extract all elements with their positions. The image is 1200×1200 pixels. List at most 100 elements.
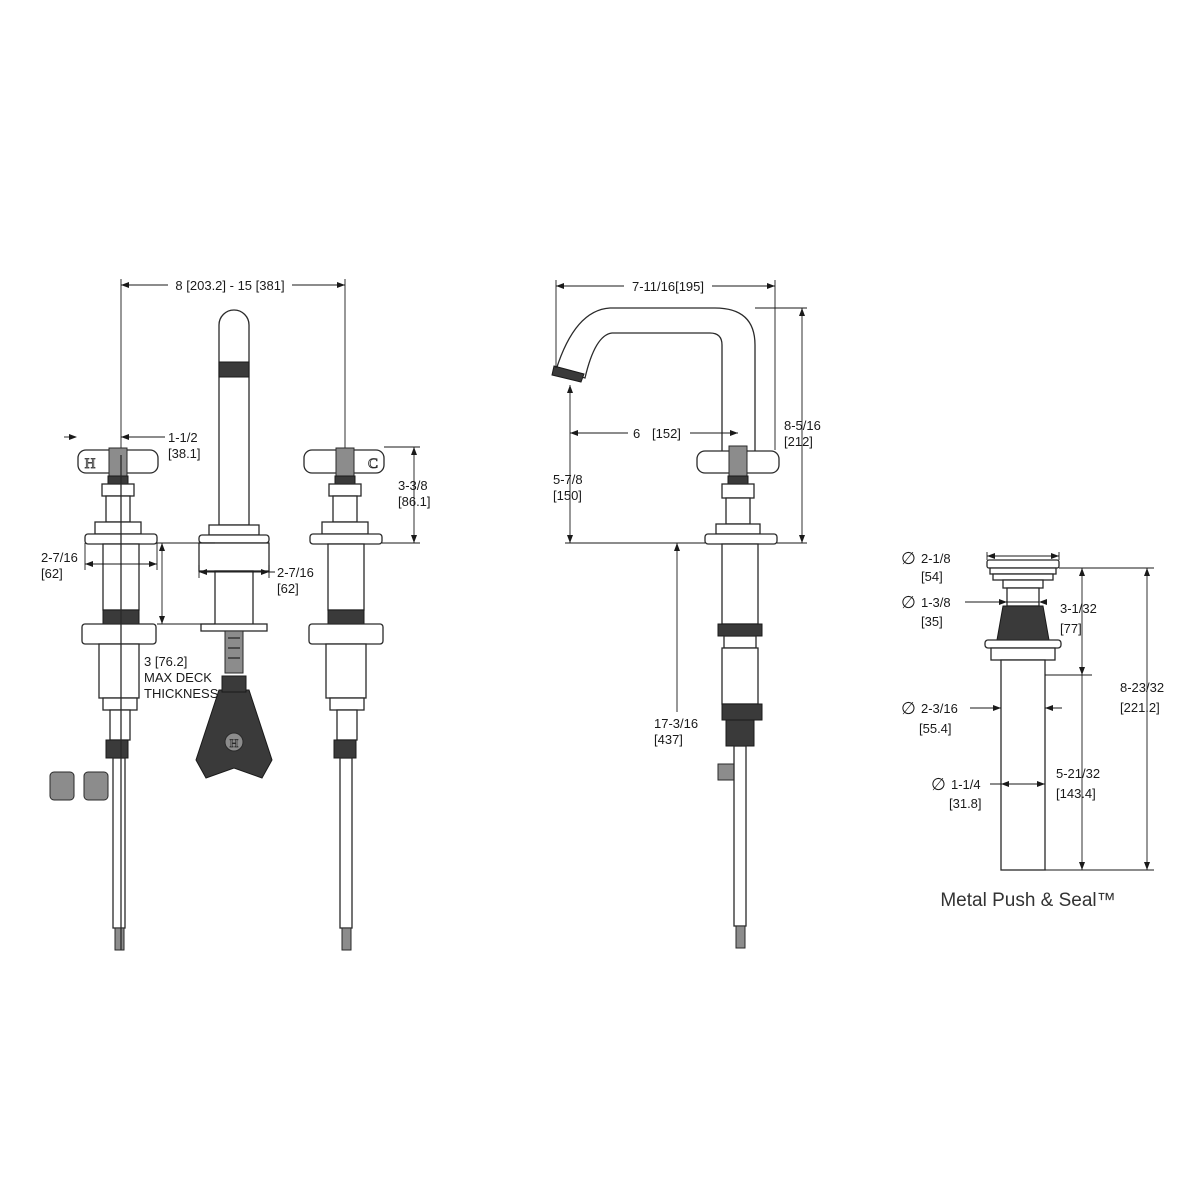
spout-threaded-rod bbox=[224, 630, 244, 674]
arrowhead bbox=[1144, 568, 1150, 576]
arrowhead bbox=[149, 561, 157, 567]
cold-stem-band bbox=[334, 475, 356, 485]
hot-connector bbox=[105, 739, 129, 759]
cold-valve-assembly: C bbox=[303, 447, 385, 951]
arrowhead bbox=[121, 434, 129, 440]
drain-plunger bbox=[1002, 579, 1044, 589]
hot-collar bbox=[94, 521, 142, 535]
spout-tube bbox=[218, 309, 250, 526]
arrowhead bbox=[85, 561, 93, 567]
arrowhead bbox=[674, 543, 680, 551]
side-washer bbox=[723, 635, 757, 649]
stem-dia-mm: [35] bbox=[921, 614, 943, 629]
side-stem-band bbox=[727, 475, 749, 485]
cap-dia-in: 2-1/8 bbox=[921, 551, 951, 566]
total-height-in: 8-23/32 bbox=[1120, 680, 1164, 695]
drain-flange-base bbox=[990, 647, 1056, 661]
deck-value: 3 [76.2] bbox=[144, 654, 187, 669]
arrowhead bbox=[1079, 667, 1085, 675]
hot-supply-end bbox=[114, 927, 125, 951]
spout-height-mm: [212] bbox=[784, 434, 813, 449]
drain-caption: Metal Push & Seal™ bbox=[940, 890, 1115, 911]
cold-escutcheon bbox=[309, 533, 383, 545]
arrowhead bbox=[261, 569, 269, 575]
hot-bonnet bbox=[105, 495, 131, 523]
cold-lower-nut bbox=[329, 697, 365, 711]
cold-handle-hub bbox=[335, 447, 355, 477]
stem-dia-in: 1-3/8 bbox=[921, 595, 951, 610]
arrowhead bbox=[730, 430, 738, 436]
upper-height-in: 3-1/32 bbox=[1060, 601, 1097, 616]
drain-stem bbox=[1006, 587, 1040, 607]
cold-mount-nut bbox=[308, 623, 384, 645]
centre-in: 6 bbox=[633, 426, 640, 441]
arrowhead bbox=[69, 434, 77, 440]
base-center-mm: [62] bbox=[277, 581, 299, 596]
diameter-symbol: ∅ bbox=[901, 549, 916, 569]
deck-line2: THICKNESS bbox=[144, 686, 219, 701]
side-supply-line bbox=[733, 745, 747, 927]
hot-lower-nut bbox=[102, 697, 138, 711]
cold-supply-end bbox=[341, 927, 352, 951]
cold-collar bbox=[321, 521, 369, 535]
hot-supply-line bbox=[112, 757, 126, 929]
arrowhead bbox=[337, 282, 345, 288]
center-spout: H bbox=[195, 309, 273, 779]
spout-collar bbox=[208, 524, 260, 536]
side-view: 7-11/16[195] 6 [152] 8-5/16 [212] 5-7/8 … bbox=[551, 279, 821, 949]
outlet-height-mm: [150] bbox=[553, 488, 582, 503]
drain-tailpiece bbox=[1000, 659, 1046, 871]
side-escutcheon bbox=[704, 533, 778, 545]
cold-thread-band bbox=[327, 609, 365, 625]
spout-shank bbox=[214, 570, 254, 627]
reach-label: 7-11/16[195] bbox=[632, 279, 704, 294]
tail-dia-in: 1-1/4 bbox=[951, 777, 981, 792]
arrowhead bbox=[999, 599, 1007, 605]
front-view: 8 [203.2] - 15 [381] H H bbox=[41, 278, 431, 951]
spread-dimension-label: 8 [203.2] - 15 [381] bbox=[175, 278, 284, 293]
side-body bbox=[721, 543, 759, 625]
arrowhead bbox=[799, 535, 805, 543]
side-tee bbox=[725, 719, 755, 747]
spare-nut bbox=[49, 771, 75, 801]
side-bonnet bbox=[725, 497, 751, 525]
flange-dia-in: 2-3/16 bbox=[921, 701, 958, 716]
drain-body bbox=[996, 605, 1050, 641]
deck-line1: MAX DECK bbox=[144, 670, 212, 685]
cold-letter: C bbox=[368, 456, 378, 472]
diameter-symbol: ∅ bbox=[901, 699, 916, 719]
outlet-height-in: 5-7/8 bbox=[553, 472, 583, 487]
hot-handle-hub bbox=[108, 447, 128, 477]
arrowhead bbox=[567, 385, 573, 393]
arrowhead bbox=[411, 447, 417, 455]
hot-letter: H bbox=[85, 456, 96, 472]
tee-valve-hub bbox=[224, 732, 244, 752]
base-left-mm: [62] bbox=[41, 566, 63, 581]
handle-width-mm: [38.1] bbox=[168, 446, 201, 461]
spout-base bbox=[198, 542, 270, 572]
spout-height-in: 8-5/16 bbox=[784, 418, 821, 433]
total-height-mm: [221.2] bbox=[1120, 700, 1160, 715]
drain-cap bbox=[986, 559, 1060, 569]
side-spout bbox=[555, 307, 756, 456]
arrowhead bbox=[570, 430, 578, 436]
valve-letter: H bbox=[230, 736, 239, 750]
arrowhead bbox=[1045, 705, 1053, 711]
tail-dia-mm: [31.8] bbox=[949, 796, 982, 811]
side-collar bbox=[715, 523, 761, 535]
arrowhead bbox=[411, 535, 417, 543]
spare-fittings bbox=[49, 771, 109, 801]
cold-bonnet-top bbox=[328, 483, 362, 497]
side-branch bbox=[717, 763, 737, 781]
drain-view: ∅ 2-1/8 [54] ∅ 1-3/8 [35] ∅ 2-3/16 [55.4… bbox=[901, 549, 1164, 911]
hot-mount-nut bbox=[81, 623, 157, 645]
drain-flange bbox=[984, 639, 1062, 649]
spout-aerator bbox=[218, 361, 250, 378]
spout-base-ring bbox=[198, 534, 270, 544]
side-valve-body bbox=[721, 647, 759, 705]
arrowhead bbox=[556, 283, 564, 289]
side-supply-end bbox=[735, 925, 746, 949]
below-deck-in: 17-3/16 bbox=[654, 716, 698, 731]
handle-height-in: 3-3/8 bbox=[398, 478, 428, 493]
